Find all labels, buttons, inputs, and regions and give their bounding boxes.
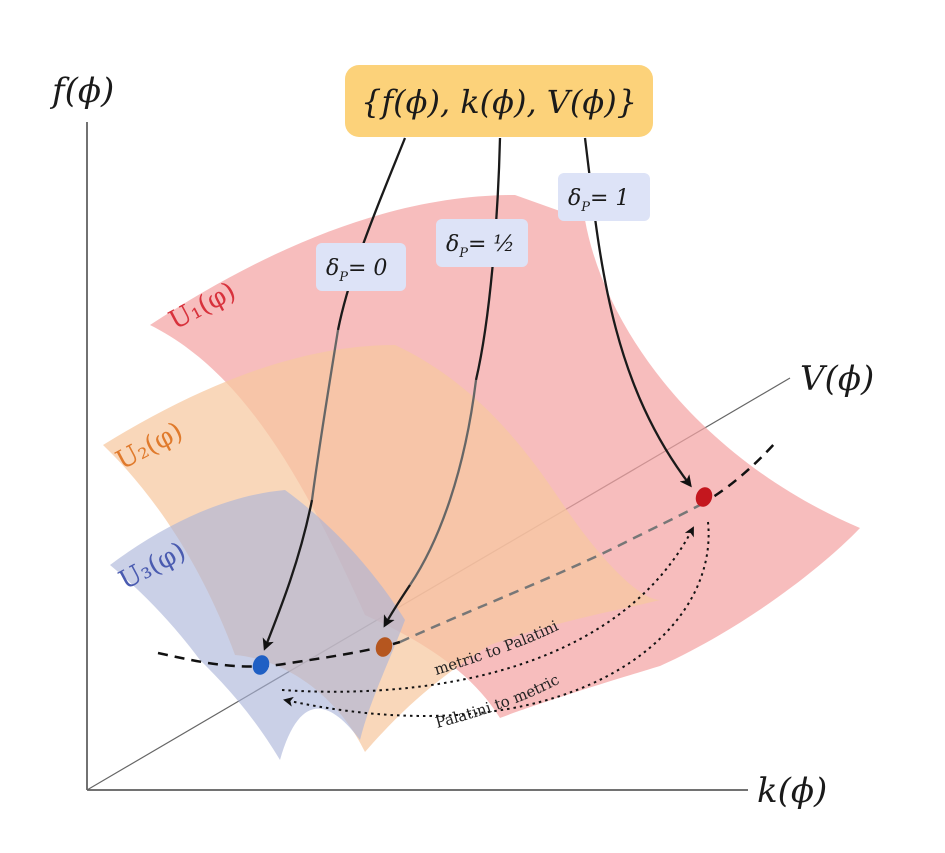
delta-label-half-bg xyxy=(436,219,528,267)
parameter-box-bg xyxy=(345,65,653,137)
transition-arrows xyxy=(281,521,710,717)
delta-label-1: δP= 1 xyxy=(558,173,650,221)
delta-label-0-text: δP= 0 xyxy=(326,256,387,285)
delta-label-0-bg xyxy=(316,243,406,291)
delta-label-half: δP= ½ xyxy=(436,219,528,267)
surfaces xyxy=(103,195,860,760)
parameter-box: {f(ϕ), k(ϕ), V(ϕ)} xyxy=(345,65,653,137)
orange-point xyxy=(375,637,393,657)
parameter-box-text: {f(ϕ), k(ϕ), V(ϕ)} xyxy=(361,83,637,121)
delta-label-1-text: δP= 1 xyxy=(568,186,629,215)
delta-label-half-text: δP= ½ xyxy=(446,232,515,261)
surface-u3 xyxy=(110,490,405,760)
connector-lines xyxy=(262,137,692,651)
line-delta-0-end xyxy=(262,499,314,651)
delta-label-0: δP= 0 xyxy=(316,243,406,291)
depth-axis-label: V(ϕ) xyxy=(800,359,874,399)
curve-solid-left xyxy=(157,640,401,668)
line-delta-half-end xyxy=(383,584,411,628)
line-delta-half-faded xyxy=(409,379,478,586)
delta-label-1-bg xyxy=(558,173,650,221)
horizontal-axis-label: k(ϕ) xyxy=(757,771,827,811)
trajectory-curve xyxy=(157,442,776,668)
line-delta-0 xyxy=(336,137,407,331)
curve-solid-right xyxy=(699,442,776,507)
line-delta-half xyxy=(474,137,502,381)
line-delta-0-faded xyxy=(310,329,340,501)
metric-to-palatini-arrow xyxy=(281,526,694,693)
blue-point xyxy=(252,655,270,675)
points xyxy=(252,487,713,675)
curve-faded-middle xyxy=(399,503,701,644)
red-point xyxy=(695,487,713,507)
vertical-axis-label: f(ϕ) xyxy=(49,71,114,111)
